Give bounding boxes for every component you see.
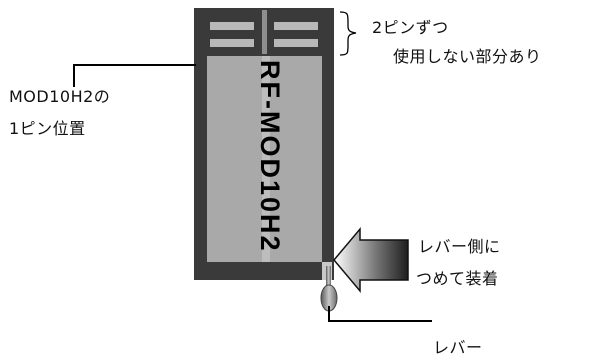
pin1-note-line2: 1ピン位置 [9, 119, 86, 138]
pin1-note-line1: MOD10H2の [9, 87, 111, 106]
insert-note-line2: つめて装着 [416, 269, 499, 288]
unused-pins-note-line1: 2ピンずつ [372, 18, 449, 37]
insert-note-line1: レバー側に [418, 237, 501, 256]
module-label: RF-MOD10H2 [255, 60, 285, 253]
lever-leader-line [328, 306, 432, 322]
unused-pins-note-line2: 使用しない部分あり [393, 47, 542, 66]
unused-pin-slots [210, 10, 318, 54]
insert-direction-arrow [333, 226, 409, 294]
pin1-leader-line [73, 64, 196, 87]
lever [320, 262, 338, 312]
lever-note: レバー [433, 338, 483, 357]
module-center-strip [262, 56, 270, 262]
unused-pins-brace [339, 11, 357, 56]
